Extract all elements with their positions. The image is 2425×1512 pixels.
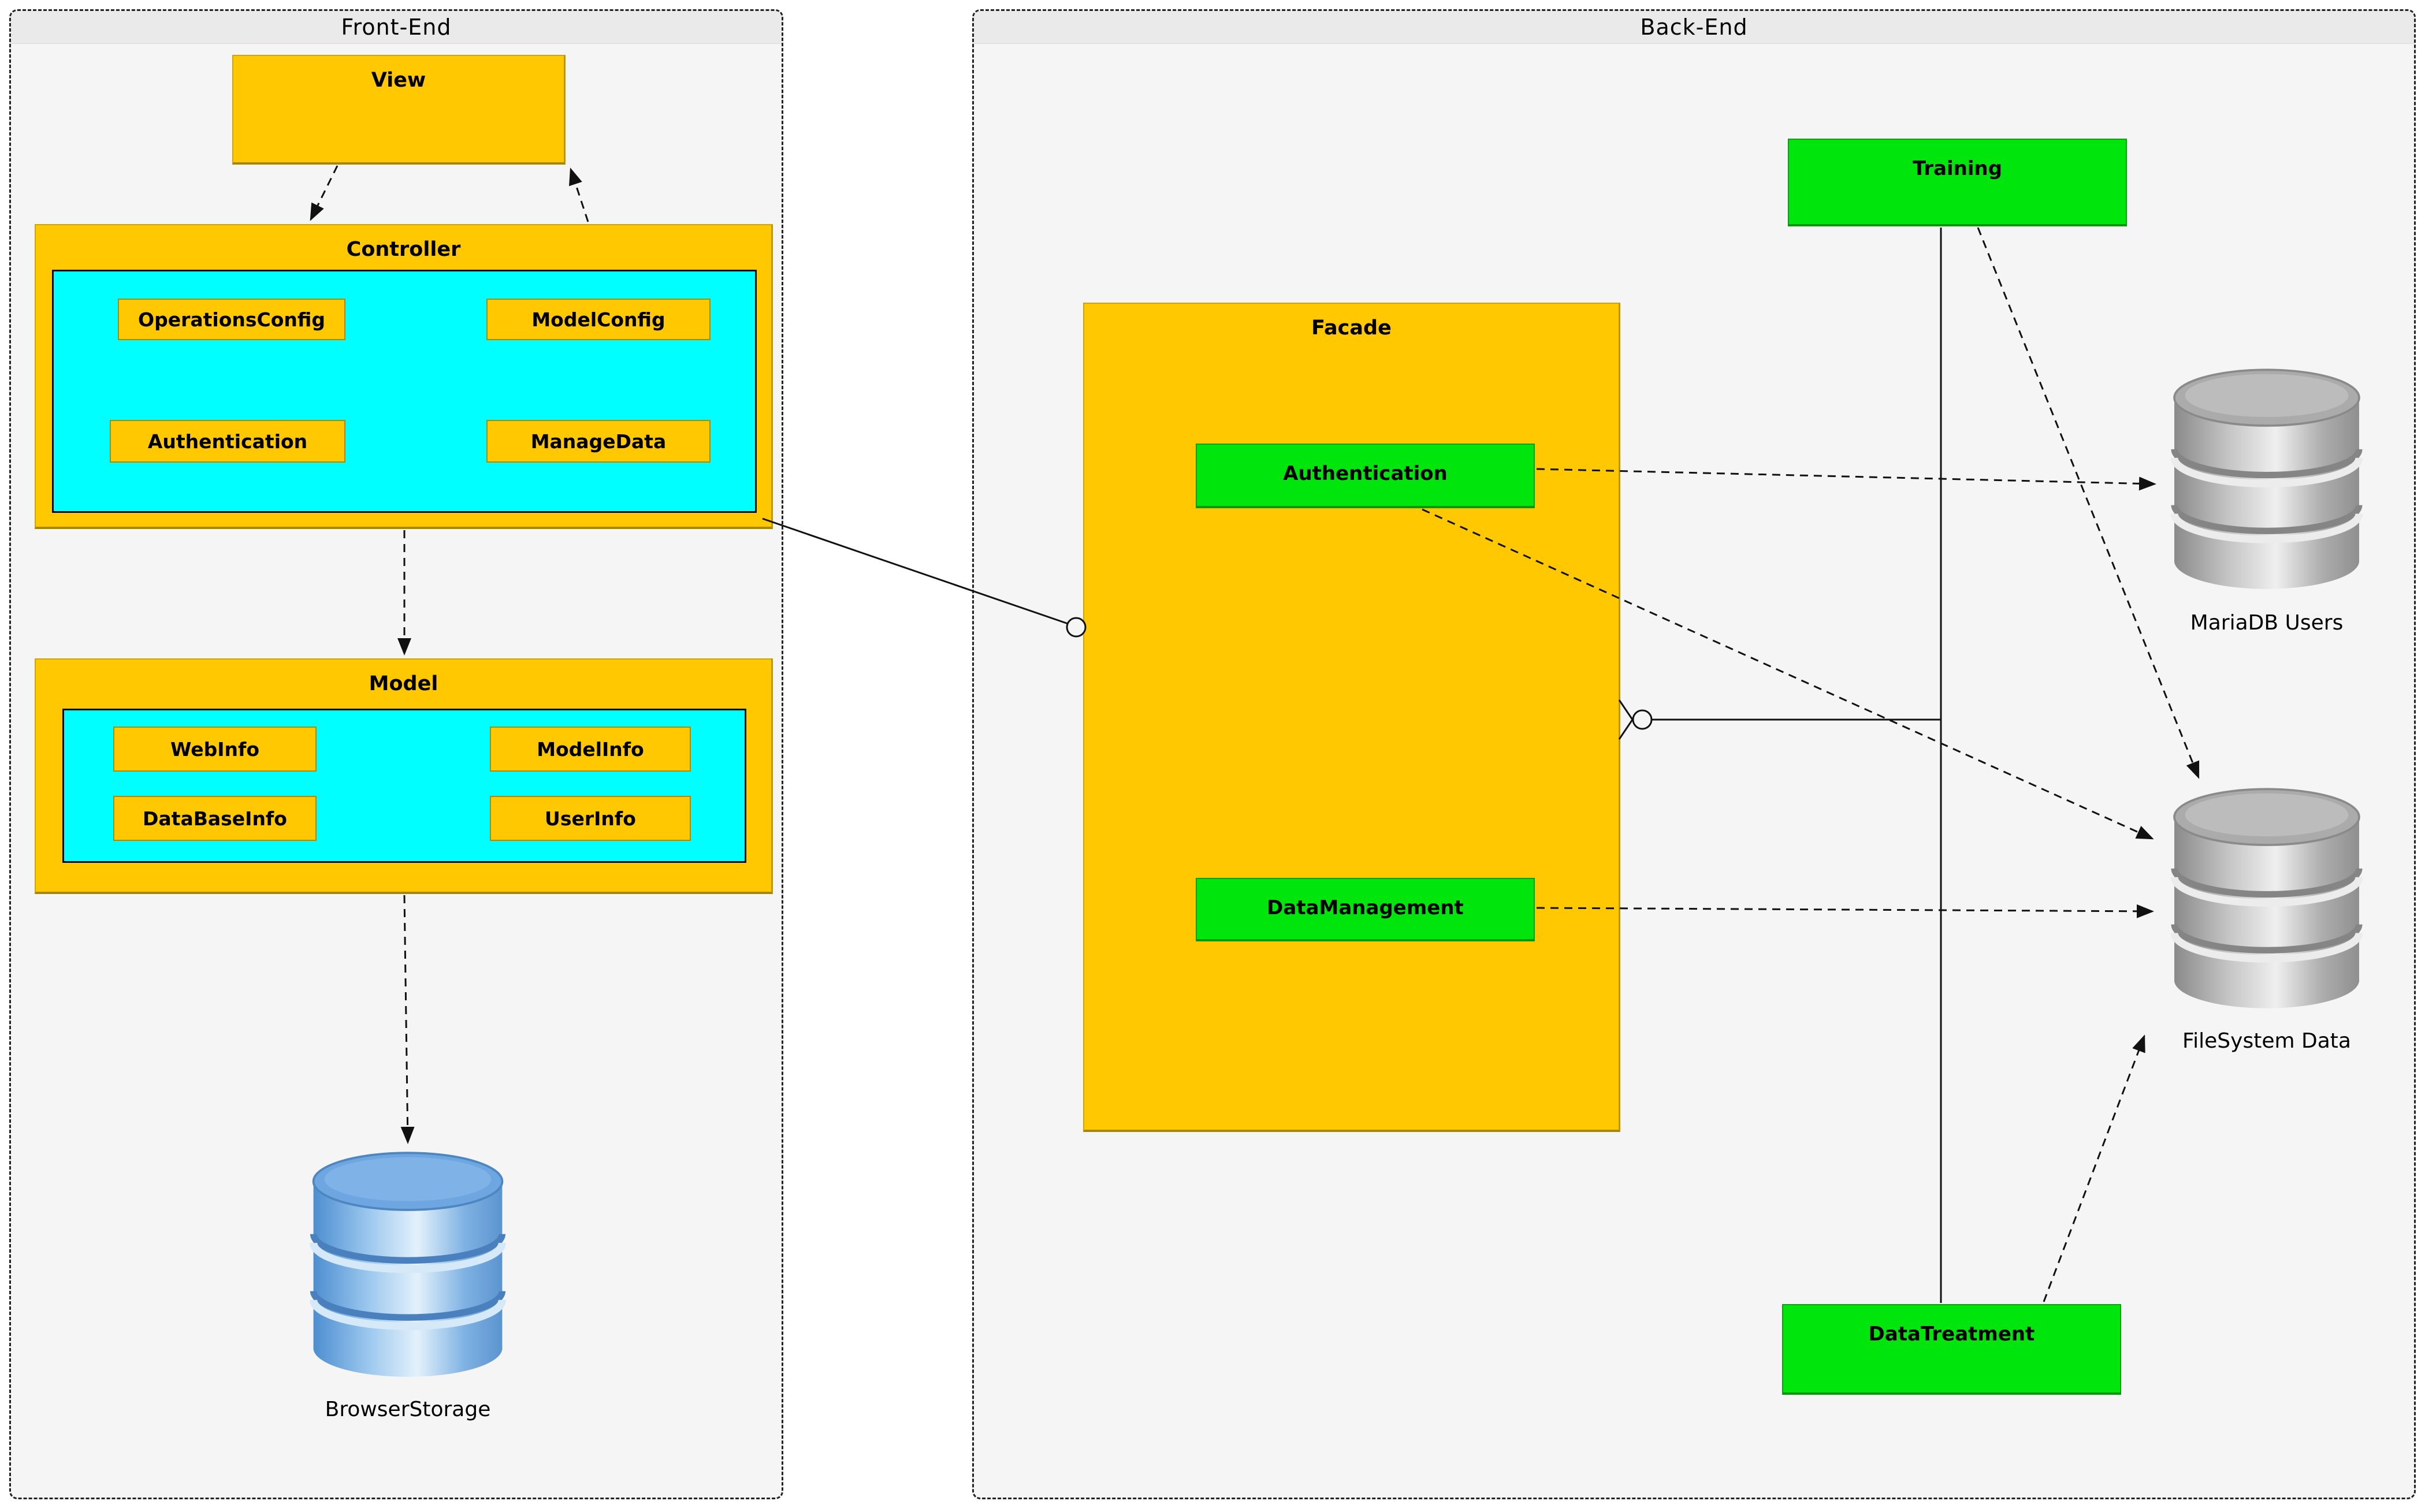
node-facade: Facade: [1083, 303, 1620, 1132]
frontend-group-title: Front-End: [341, 14, 452, 40]
node-facade-label: Facade: [1311, 316, 1392, 340]
node-training: Training: [1788, 139, 2127, 226]
node-authentication-frontend-label: Authentication: [147, 430, 308, 453]
node-databaseinfo: DataBaseInfo: [113, 796, 317, 841]
node-model-label: Model: [369, 672, 438, 695]
node-userinfo-label: UserInfo: [545, 807, 636, 830]
node-modelinfo: ModelInfo: [490, 727, 691, 772]
gray-database-icon-mariadb: [2170, 368, 2363, 589]
blue-database-icon: [309, 1152, 507, 1377]
backend-group-title: Back-End: [1640, 14, 1748, 40]
node-authentication-backend: Authentication: [1196, 444, 1535, 508]
node-managedata: ManageData: [486, 420, 711, 463]
node-managedata-label: ManageData: [530, 430, 667, 453]
node-operationsconfig-label: OperationsConfig: [138, 308, 325, 331]
node-modelconfig-label: ModelConfig: [531, 308, 665, 331]
node-controller-label: Controller: [346, 238, 461, 261]
node-modelinfo-label: ModelInfo: [537, 738, 644, 761]
mariadb-users-label: MariaDB Users: [2190, 611, 2344, 635]
node-datatreatment: DataTreatment: [1782, 1304, 2121, 1395]
node-userinfo: UserInfo: [490, 796, 691, 841]
node-operationsconfig: OperationsConfig: [118, 299, 345, 340]
node-webinfo: WebInfo: [113, 727, 317, 772]
gray-database-icon-filesystem: [2170, 788, 2363, 1008]
node-databaseinfo-label: DataBaseInfo: [143, 807, 287, 830]
filesystem-data-label: FileSystem Data: [2182, 1029, 2351, 1053]
node-datamanagement-label: DataManagement: [1267, 896, 1464, 919]
node-datatreatment-label: DataTreatment: [1868, 1323, 2035, 1346]
node-webinfo-label: WebInfo: [170, 738, 260, 761]
node-authentication-frontend: Authentication: [110, 420, 345, 463]
frontend-group-titlebar: Front-End: [11, 11, 782, 44]
node-authentication-backend-label: Authentication: [1283, 462, 1448, 485]
node-training-label: Training: [1912, 157, 2003, 180]
browserstorage-label: BrowserStorage: [325, 1398, 491, 1421]
node-view-label: View: [371, 69, 426, 92]
node-datamanagement: DataManagement: [1196, 878, 1535, 941]
backend-group-titlebar: Back-End: [974, 11, 2414, 44]
node-modelconfig: ModelConfig: [486, 299, 711, 340]
node-view: View: [232, 55, 566, 165]
